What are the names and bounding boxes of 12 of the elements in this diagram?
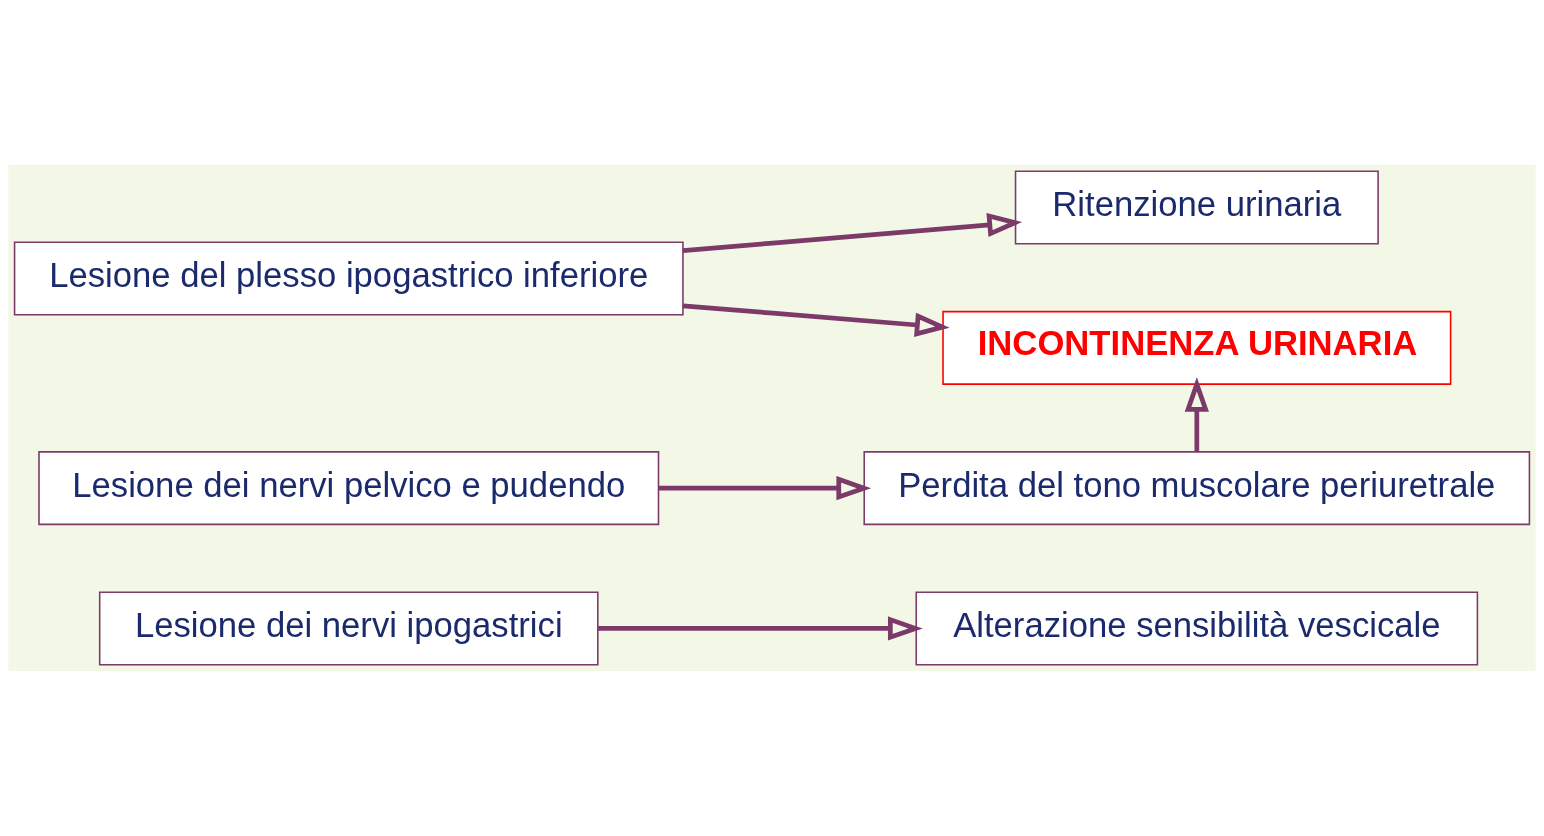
- node-box: Alterazione sensibilità vescicale: [915, 591, 1479, 666]
- arrow: [1184, 377, 1209, 452]
- arrow: [682, 212, 1023, 253]
- node-box: Lesione del plesso ipogastrico inferiore: [13, 241, 684, 316]
- node-box: Perdita del tono muscolare periuretrale: [863, 451, 1531, 526]
- node-box: Lesione dei nervi pelvico e pudendo: [38, 451, 660, 526]
- arrow: [658, 476, 872, 501]
- arrow: [682, 303, 950, 337]
- node-box: Lesione dei nervi ipogastrici: [98, 591, 599, 666]
- arrow: [598, 616, 923, 641]
- node-box: INCONTINENZA URINARIA: [942, 310, 1452, 385]
- node-box: Ritenzione urinaria: [1014, 170, 1379, 245]
